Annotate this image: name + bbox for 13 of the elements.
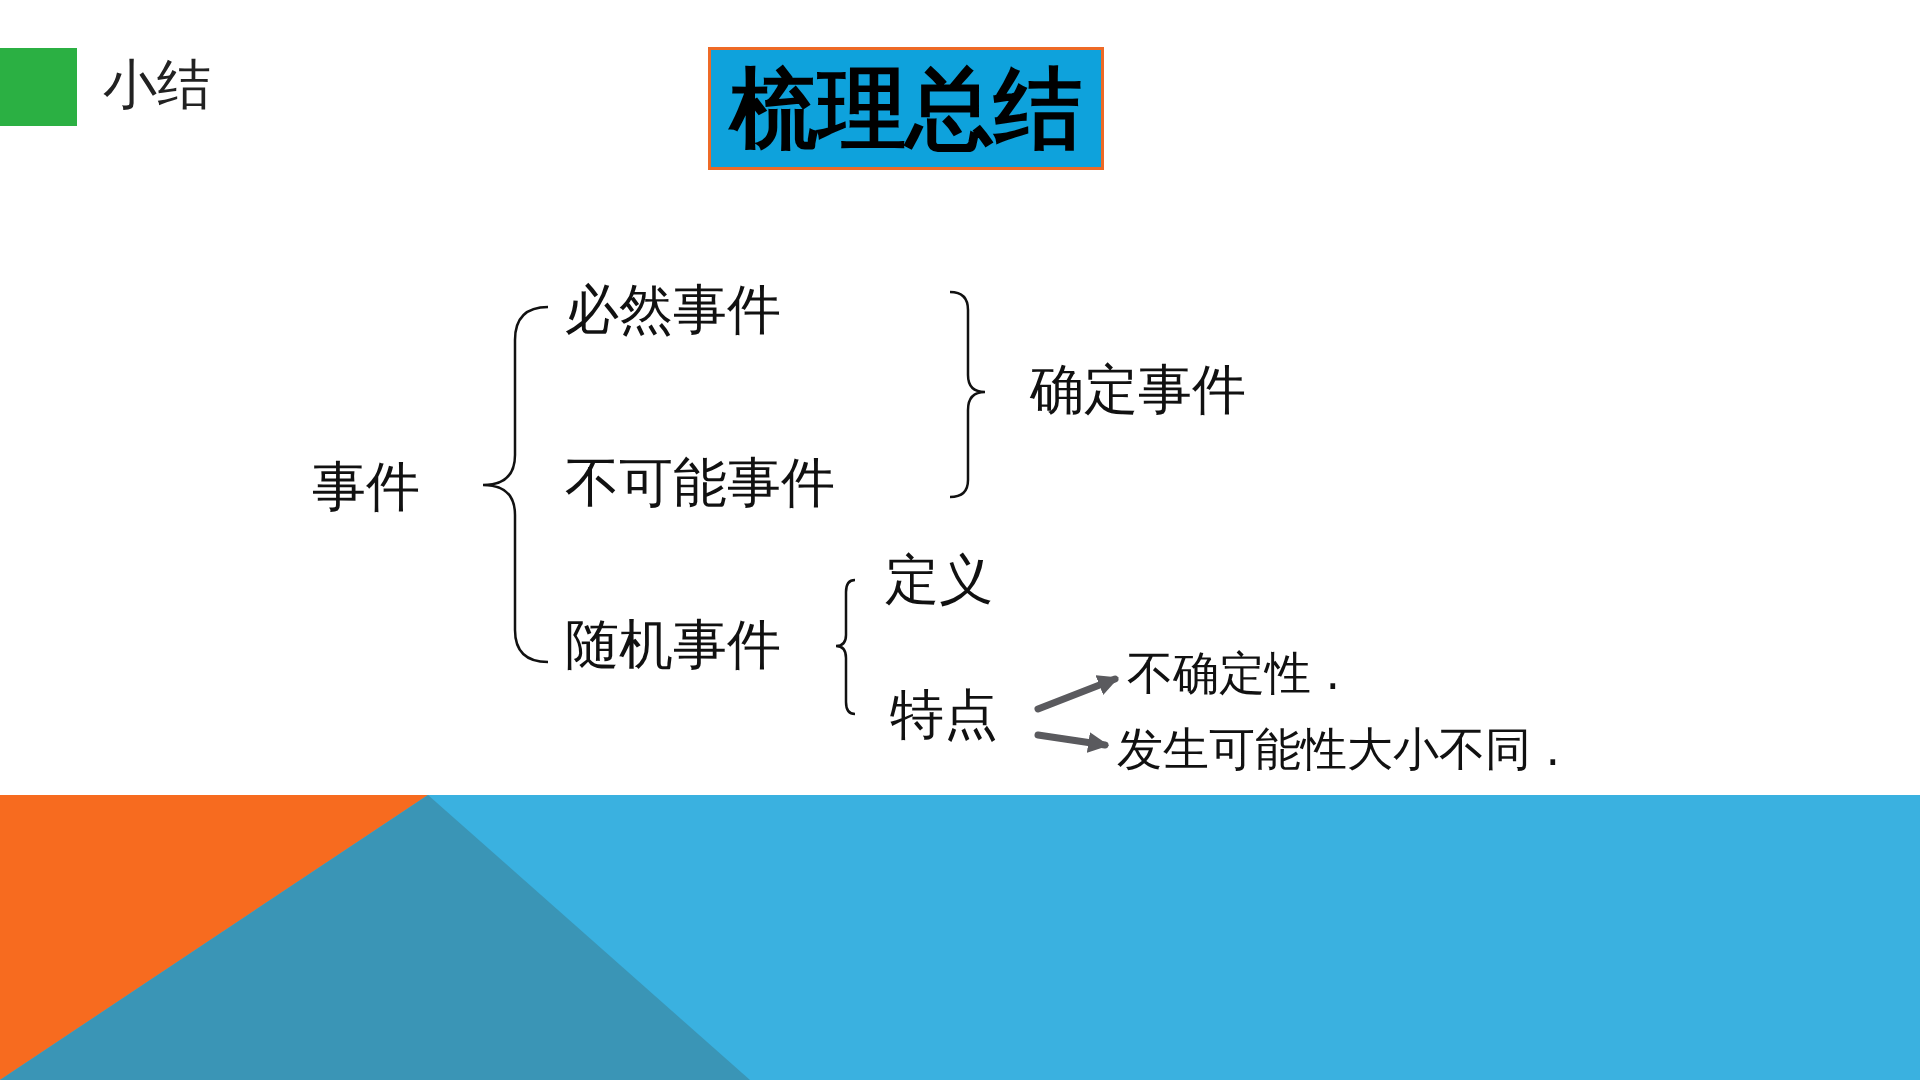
arrow <box>1034 731 1110 753</box>
category-text: 不确定性 . <box>1127 650 1341 696</box>
category-text: 事件 <box>312 460 420 514</box>
section-heading: 小结 <box>103 58 211 112</box>
category-text: 确定事件 <box>1030 363 1246 417</box>
category-text: 必然事件 <box>565 283 781 337</box>
category-text: 发生可能性大小不同 . <box>1117 726 1561 772</box>
category-text: 特点 <box>890 688 998 742</box>
arrow <box>1034 675 1119 713</box>
category-text: 不可能事件 <box>565 456 835 510</box>
title-box: 梳理总结 <box>708 47 1104 170</box>
category-text: 随机事件 <box>565 618 781 672</box>
category-text: 定义 <box>885 553 993 607</box>
